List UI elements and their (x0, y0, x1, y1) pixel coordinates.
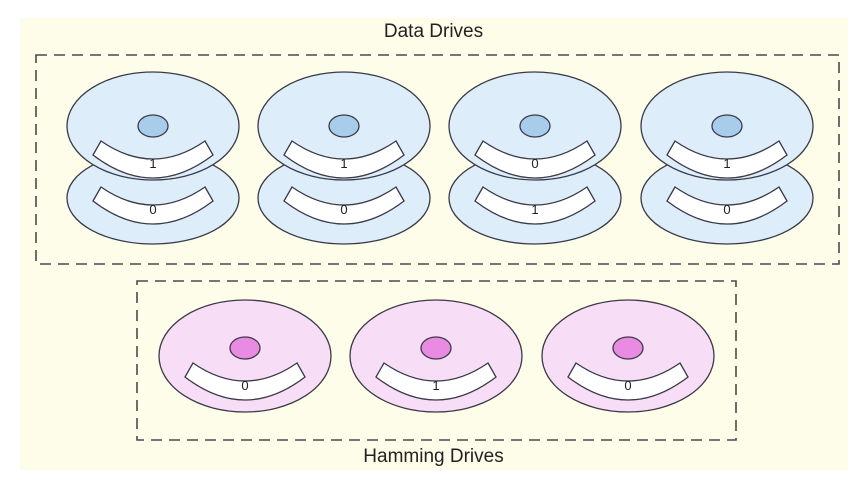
hamming-drive: 1 (349, 299, 523, 413)
data-drives-label: Data Drives (383, 21, 484, 42)
upper-platter-sector (474, 140, 596, 179)
hub (328, 114, 360, 138)
hub (711, 114, 743, 138)
data-drive: 01 (66, 71, 240, 245)
lower-platter-bit: 1 (531, 202, 538, 217)
data-drives-boundary (35, 54, 840, 265)
hamming-drive: 0 (541, 299, 715, 413)
lower-platter-sector (666, 186, 788, 225)
platter-bit: 0 (624, 378, 631, 393)
hub (519, 114, 551, 138)
hub (137, 114, 169, 138)
platter-bit: 1 (432, 378, 439, 393)
platter-bit: 0 (241, 378, 248, 393)
hamming-drives-group: 0 1 0 (158, 299, 715, 413)
data-drive: 01 (640, 71, 814, 245)
platter-sector (375, 362, 497, 401)
data-drive: 10 (448, 71, 622, 245)
upper-platter-sector (666, 140, 788, 179)
hub (420, 336, 452, 360)
upper-platter-bit: 1 (723, 156, 730, 171)
data-drive: 01 (257, 71, 431, 245)
hamming-drive: 0 (158, 299, 332, 413)
platter-sector (184, 362, 306, 401)
upper-platter-bit: 1 (340, 156, 347, 171)
lower-platter-sector (92, 186, 214, 225)
platter-sector (567, 362, 689, 401)
hub (229, 336, 261, 360)
lower-platter-sector (283, 186, 405, 225)
lower-platter-bit: 0 (723, 202, 730, 217)
upper-platter-sector (92, 140, 214, 179)
hub (612, 336, 644, 360)
lower-platter-bit: 0 (340, 202, 347, 217)
upper-platter-bit: 1 (149, 156, 156, 171)
lower-platter-sector (474, 186, 596, 225)
lower-platter-bit: 0 (149, 202, 156, 217)
upper-platter-bit: 0 (531, 156, 538, 171)
hamming-drives-label: Hamming Drives (363, 446, 504, 467)
upper-platter-sector (283, 140, 405, 179)
